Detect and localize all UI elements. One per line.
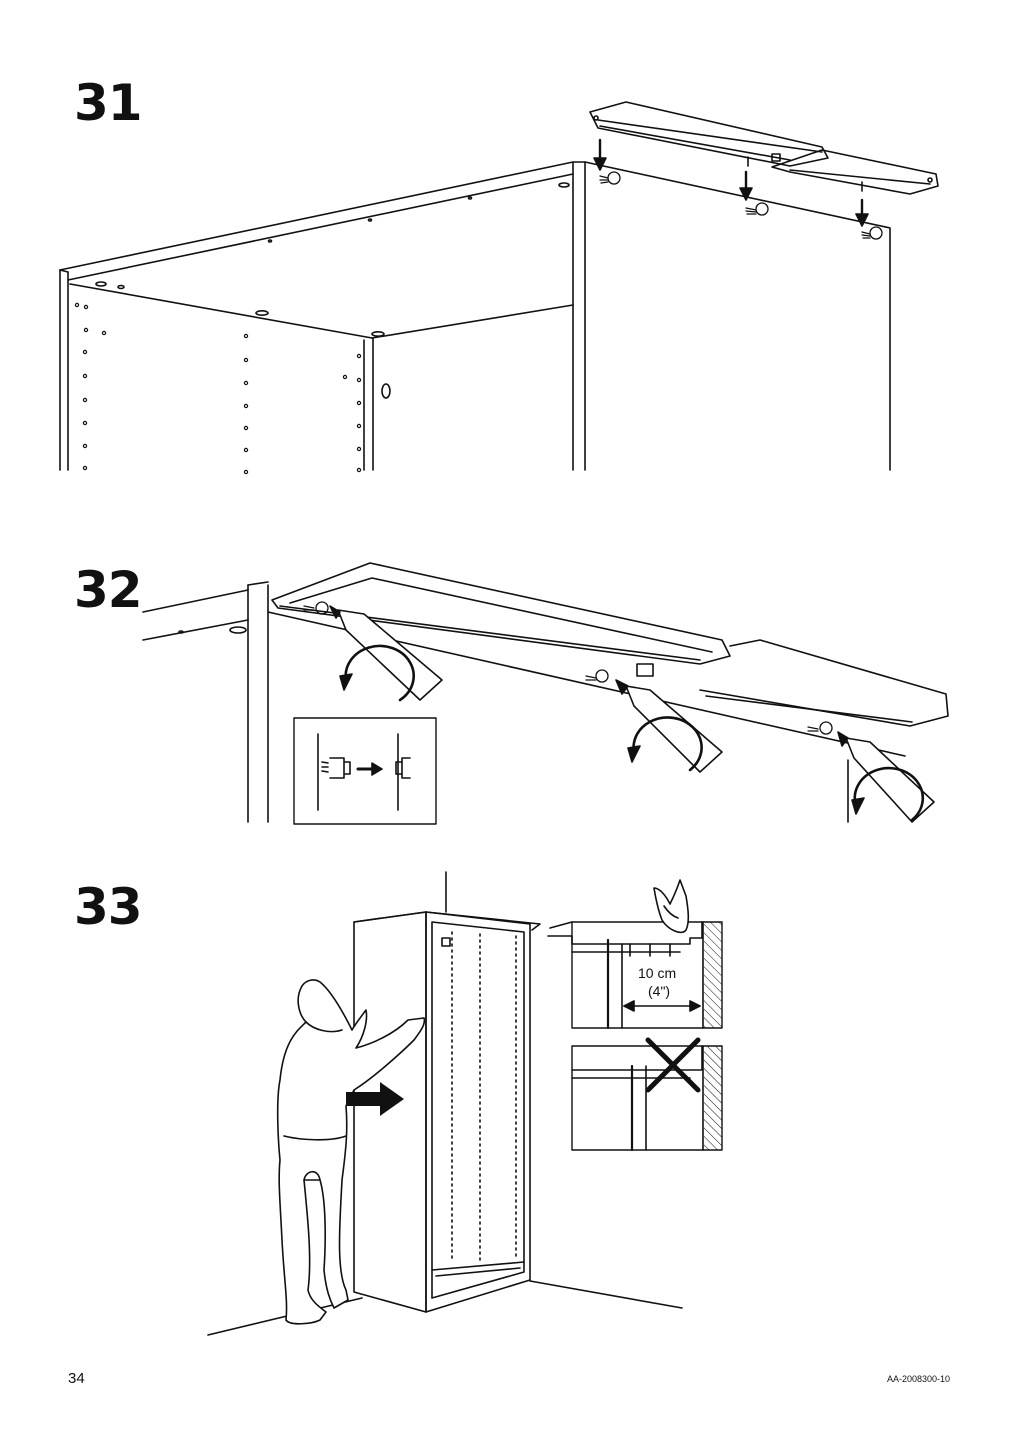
cam-screws (599, 171, 883, 240)
incorrect-cross-icon (645, 1037, 701, 1093)
rail-connector (636, 663, 654, 677)
top-rail-pieces (589, 101, 939, 195)
screw-detail-inset (293, 717, 437, 825)
top-rail-right (699, 639, 949, 727)
page-number: 34 (68, 1370, 85, 1387)
cam-screws-step32 (303, 601, 833, 735)
step-32-illustration (142, 562, 949, 825)
wall-distance-detail-incorrect (571, 1037, 723, 1152)
wardrobe-frame (353, 911, 541, 1313)
screw-arrows (593, 138, 869, 227)
person-figure (276, 979, 426, 1325)
distance-metric-label: 10 cm (638, 965, 676, 981)
distance-imperial-label: (4") (648, 983, 670, 999)
cabinet-frame (59, 161, 891, 475)
top-rail-left (271, 562, 731, 665)
step-32-number: 32 (74, 561, 143, 619)
push-arrow-icon (346, 1082, 404, 1116)
document-code: AA-2008300-10 (886, 1374, 950, 1384)
step-33-number: 33 (74, 878, 143, 936)
screwdriver-icon (329, 605, 935, 823)
step-31-number: 31 (74, 74, 143, 132)
wall-distance-detail-correct (547, 879, 723, 1030)
step-31-illustration (59, 101, 939, 475)
step-33-illustration: 10 cm (4") (207, 871, 723, 1336)
